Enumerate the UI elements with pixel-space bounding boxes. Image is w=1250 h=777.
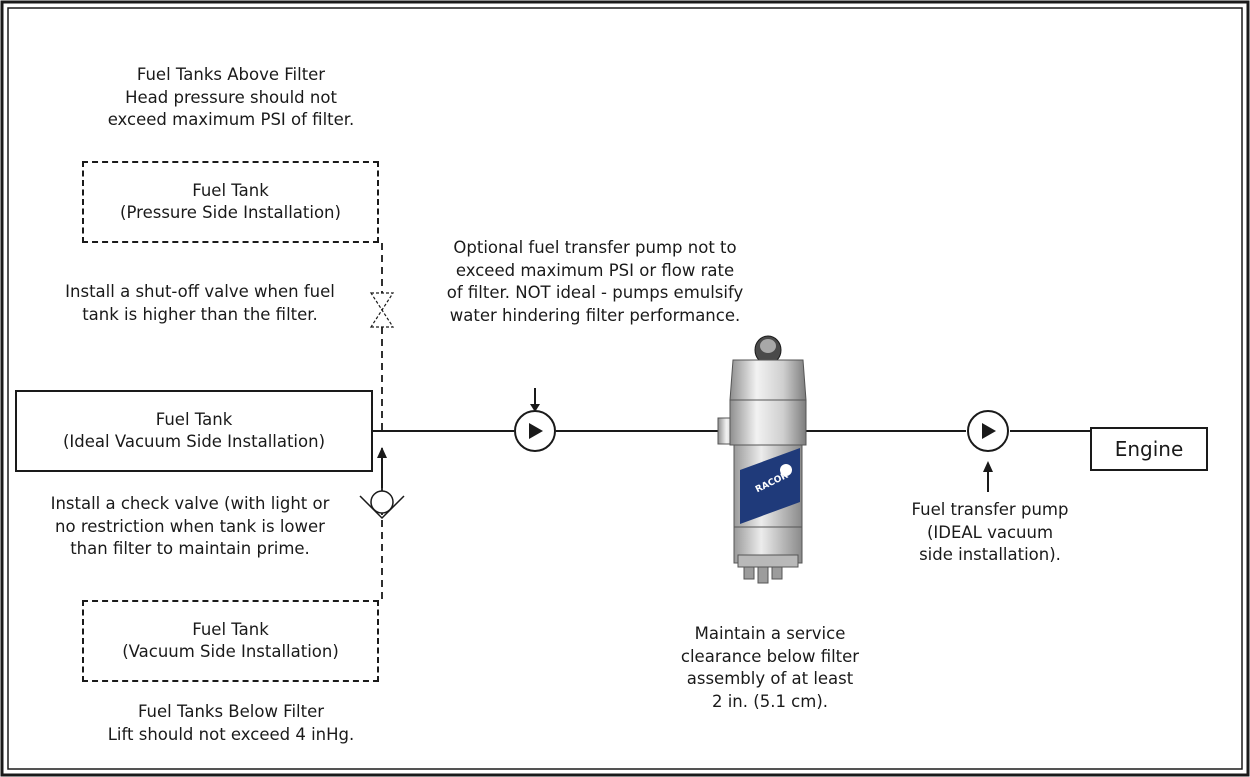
note-transfer-pump: Fuel transfer pump (IDEAL vacuum side in… (911, 500, 1069, 564)
engine-box: Engine (1090, 427, 1208, 471)
transfer-pump-direction-icon (982, 423, 996, 439)
tank-title: Fuel Tank (192, 180, 269, 200)
note-shutoff-valve: Install a shut-off valve when fuel tank … (65, 282, 335, 324)
engine-label: Engine (1114, 436, 1184, 461)
check-valve-icon (359, 490, 405, 520)
fuel-tank-vacuum-side: Fuel Tank (Vacuum Side Installation) (82, 600, 379, 682)
note-optional-pump: Optional fuel transfer pump not to excee… (446, 238, 744, 325)
note-service-clearance: Maintain a service clearance below filte… (680, 624, 860, 711)
tank-title: Fuel Tank (192, 619, 269, 639)
tank-subtitle: (Pressure Side Installation) (120, 203, 341, 222)
inner-frame (7, 7, 1243, 770)
note-above-filter: Fuel Tanks Above Filter Head pressure sh… (107, 65, 355, 129)
tank-title: Fuel Tank (155, 409, 233, 429)
note-check-valve: Install a check valve (with light or no … (50, 494, 330, 558)
engine-connector (1083, 430, 1090, 432)
fuel-tank-pressure-side: Fuel Tank (Pressure Side Installation) (82, 161, 379, 243)
shutoff-valve-icon (369, 292, 395, 328)
note-below-filter: Fuel Tanks Below Filter Lift should not … (107, 702, 355, 744)
tank-subtitle: (Ideal Vacuum Side Installation) (62, 432, 326, 451)
optional-pump-pointer-icon (530, 404, 540, 412)
tank-subtitle: (Vacuum Side Installation) (122, 642, 339, 661)
fuel-filter-icon (717, 335, 807, 584)
transfer-pump-pointer-icon (983, 461, 993, 472)
fuel-tank-ideal-vacuum: Fuel Tank (Ideal Vacuum Side Installatio… (15, 390, 373, 472)
check-valve-arrow-icon (377, 447, 387, 458)
optional-pump-direction-icon (529, 423, 543, 439)
